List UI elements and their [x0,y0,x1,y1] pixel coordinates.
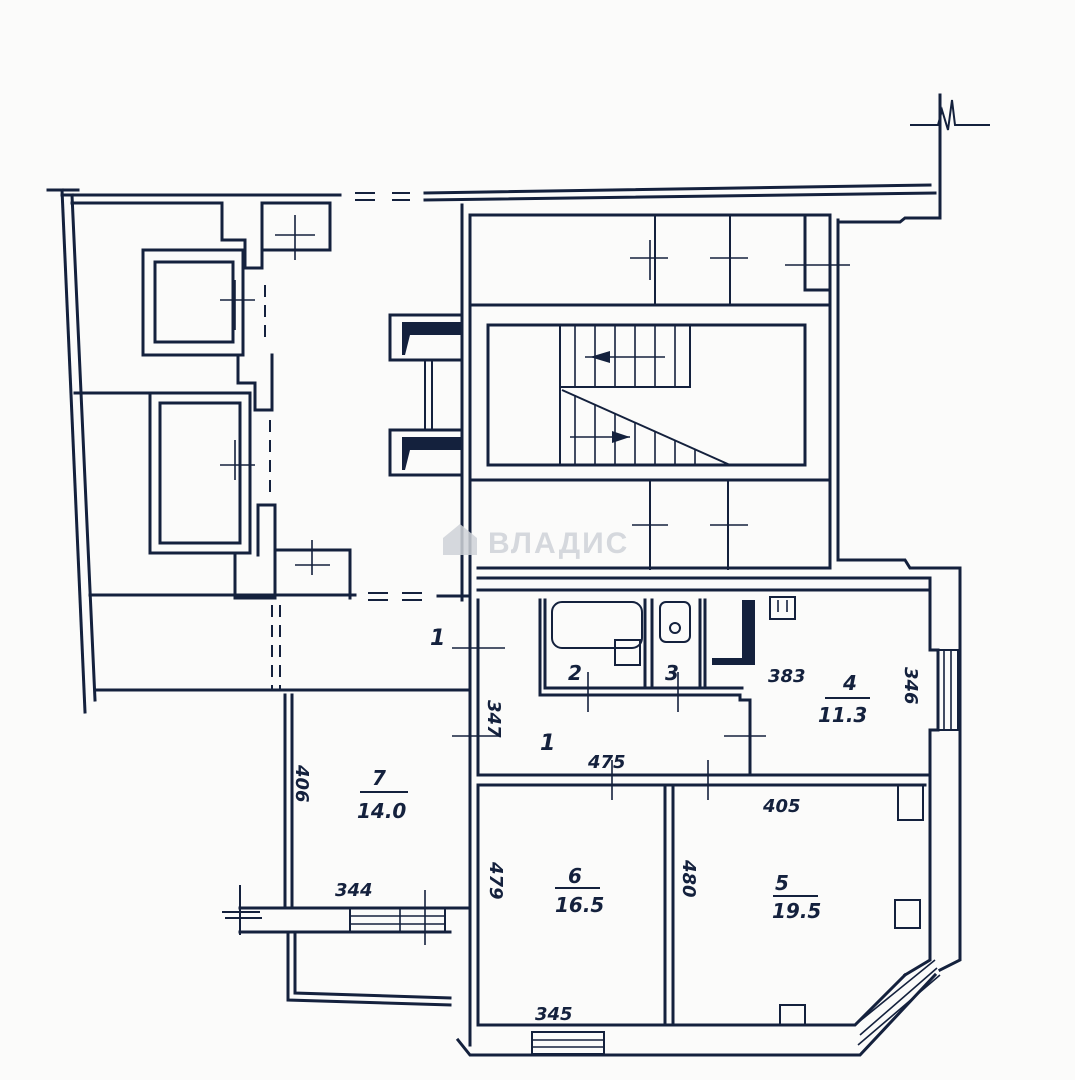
stair-treads-top [574,325,676,387]
room-2-label: 2 [568,661,582,685]
house-icon [443,524,477,555]
room-3-label: 3 [665,661,679,685]
dimension-labels: 347 475 383 346 405 480 479 345 406 344 [291,666,921,1025]
room-1-hall-label: 1 [540,731,555,756]
dim-room7-height: 406 [291,764,312,803]
stair-treads-bottom [570,395,696,465]
dim-kitchen-width: 383 [768,666,806,687]
dim-room5-width: 405 [762,796,801,817]
room-labels: 1 1 2 3 4 11.3 5 19.5 6 16.5 7 14.0 [357,626,870,923]
watermark-text: ВЛАДИС [488,527,629,560]
stair-block [388,93,990,602]
room-7-number: 7 [372,766,386,790]
dim-room6-height: 479 [485,861,506,900]
dim-room5-height: 480 [678,859,699,898]
room-5-area: 19.5 [772,899,821,923]
room-1-label: 1 [430,626,445,651]
dim-room7-width: 344 [335,880,373,901]
dim-hall-height: 347 [483,700,504,738]
apartment [222,558,962,1057]
room-5-number: 5 [775,871,789,895]
room-6-area: 16.5 [555,893,604,917]
room-4-number: 4 [842,671,857,695]
dim-kitchen-height: 346 [900,667,921,705]
room-6-number: 6 [568,864,582,888]
left-building-block [46,183,937,714]
room-4-area: 11.3 [818,703,867,727]
watermark: ВЛАДИС [443,524,629,560]
dim-hall-width: 475 [587,752,626,773]
arrow-right-icon [612,431,630,443]
room-7-area: 14.0 [357,799,406,823]
dim-room6-width: 345 [535,1004,573,1025]
arrow-left-icon [590,351,610,363]
